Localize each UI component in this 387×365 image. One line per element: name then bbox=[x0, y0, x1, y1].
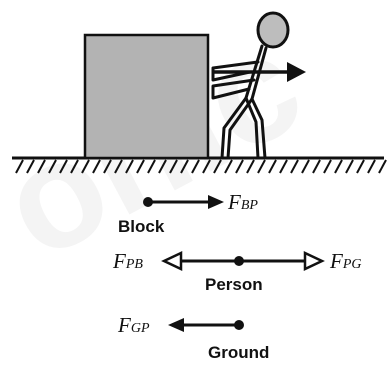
hatch-mark bbox=[379, 160, 386, 173]
person-head bbox=[258, 13, 288, 47]
f-pg-label: FPG bbox=[329, 249, 362, 273]
block-box bbox=[85, 35, 208, 158]
f-gp-label: FGP bbox=[117, 313, 150, 337]
f-bp-label: FBP bbox=[227, 190, 258, 214]
f-pb-label: FPB bbox=[112, 249, 143, 273]
person-label: Person bbox=[205, 275, 263, 294]
block-label: Block bbox=[118, 217, 165, 236]
hatch-mark bbox=[335, 160, 342, 173]
hatch-mark bbox=[357, 160, 364, 173]
ground-label: Ground bbox=[208, 343, 269, 362]
hatch-mark bbox=[346, 160, 353, 173]
hatch-mark bbox=[302, 160, 309, 173]
f-gp-arrowhead bbox=[168, 318, 184, 332]
hatch-mark bbox=[313, 160, 320, 173]
f-pb-arrowhead bbox=[164, 253, 181, 269]
hatch-mark bbox=[324, 160, 331, 173]
hatch-mark bbox=[368, 160, 375, 173]
f-pg-arrowhead bbox=[305, 253, 322, 269]
